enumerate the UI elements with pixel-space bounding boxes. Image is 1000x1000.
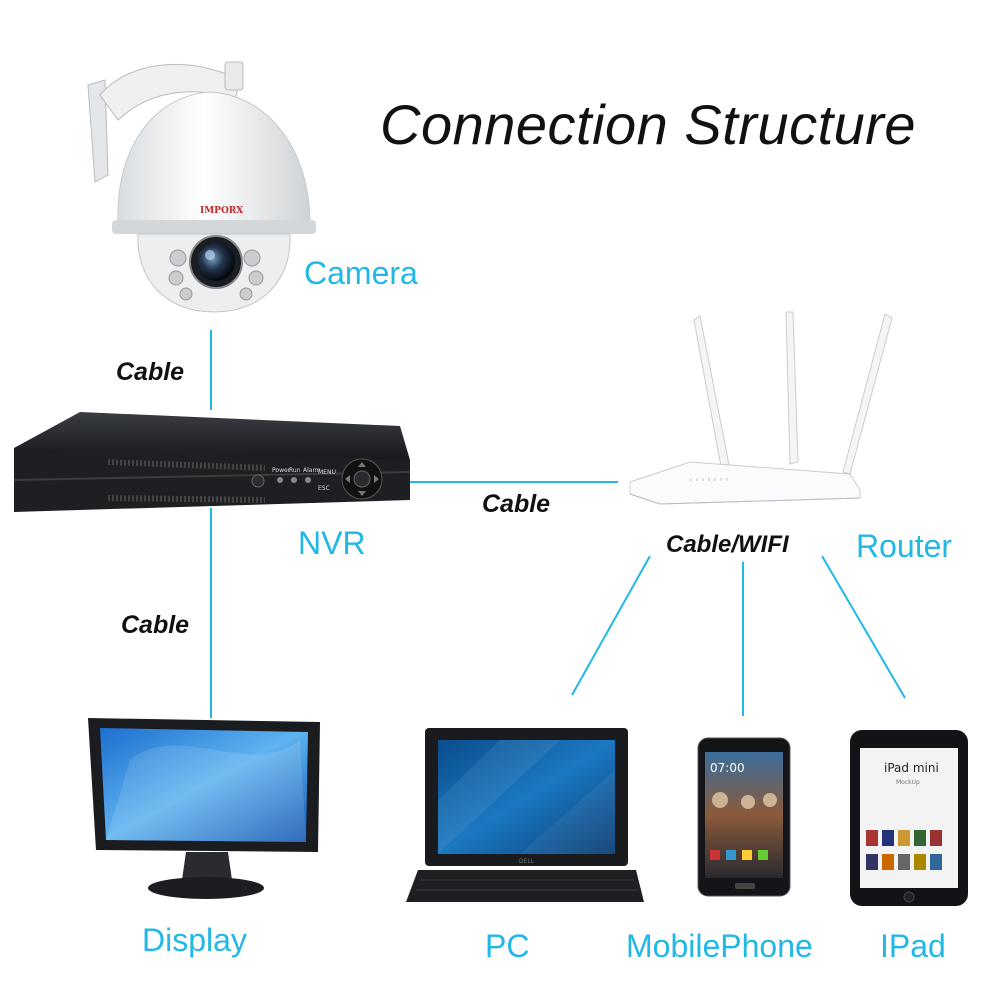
ipad-sub-text: MockUp: [896, 779, 920, 786]
ipad-title-text: iPad mini: [884, 761, 939, 775]
edge-label-camera-nvr: Cable: [116, 358, 185, 386]
mobile-label: MobilePhone: [626, 928, 813, 964]
pc-brand-text: DELL: [519, 858, 535, 865]
router-device: [629, 311, 893, 505]
pc-label: PC: [485, 928, 530, 964]
router-ipad-line: [821, 555, 906, 699]
nvr-menu-text: MENU: [318, 469, 336, 476]
diagram-title: Connection Structure: [380, 93, 917, 156]
nvr-label: NVR: [298, 525, 366, 561]
mobile-device: 07:00: [697, 737, 791, 897]
nvr-esc-text: ESC: [318, 485, 330, 492]
edge-label-router-devices: Cable/WIFI: [666, 531, 789, 558]
phone-time-text: 07:00: [710, 761, 745, 775]
ipad-label: IPad: [880, 928, 946, 964]
camera-device: IMPORX: [87, 61, 316, 313]
edge-label-nvr-router: Cable: [482, 490, 551, 518]
pc-device: DELL: [406, 728, 644, 902]
nvr-power-text: Power: [272, 467, 291, 474]
nvr-run-text: Run: [289, 467, 301, 474]
camera-brand-text: IMPORX: [200, 206, 243, 216]
router-pc-line: [571, 555, 651, 696]
router-label: Router: [856, 528, 953, 564]
nvr-alarm-text: Alarm: [303, 467, 321, 474]
ipad-device: iPad mini MockUp: [850, 730, 968, 906]
edge-label-nvr-display: Cable: [121, 611, 190, 639]
display-device: [88, 718, 320, 899]
nvr-device: Power Run Alarm MENU ESC: [13, 412, 411, 512]
connection-lines: [210, 330, 906, 718]
camera-label: Camera: [304, 255, 418, 291]
display-label: Display: [142, 922, 247, 958]
